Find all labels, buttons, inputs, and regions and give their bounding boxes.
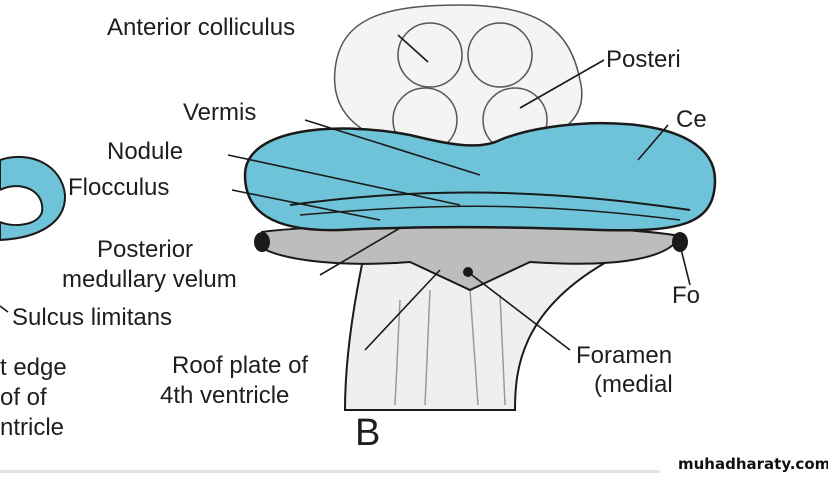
cerebellum — [243, 121, 717, 232]
label-nodule: Nodule — [107, 138, 184, 165]
watermark: muhadharaty.com — [678, 455, 828, 473]
label-posterior-medullary-velum-1: Posterior — [97, 236, 194, 263]
label-cut-edge-3: ntricle — [0, 414, 65, 441]
label-cut-edge-2: of of — [0, 384, 47, 411]
label-roof-plate-2: 4th ventricle — [160, 382, 290, 409]
roof-plate — [261, 223, 682, 292]
label-roof-plate-1: Roof plate of — [172, 352, 309, 379]
label-foramen-medial-2: (medial — [594, 371, 673, 398]
label-vermis: Vermis — [183, 99, 257, 126]
label-anterior-colliculus: Anterior colliculus — [107, 14, 296, 41]
label-sulcus-limitans: Sulcus limitans — [12, 304, 173, 331]
label-cut-edge-1: t edge — [0, 354, 67, 381]
colliculi — [333, 4, 583, 153]
divider — [0, 470, 660, 473]
figure-label: B — [355, 412, 381, 454]
brainstem — [343, 248, 614, 411]
leader-lines — [0, 34, 691, 351]
label-foramen-lateral: Fo — [672, 282, 701, 309]
label-flocculus: Flocculus — [68, 174, 170, 201]
label-cerebellum: Ce — [676, 106, 707, 133]
label-posterior-colliculus: Posteri — [606, 46, 681, 73]
label-foramen-medial-1: Foramen — [576, 342, 673, 369]
label-posterior-medullary-velum-2: medullary velum — [62, 266, 237, 293]
